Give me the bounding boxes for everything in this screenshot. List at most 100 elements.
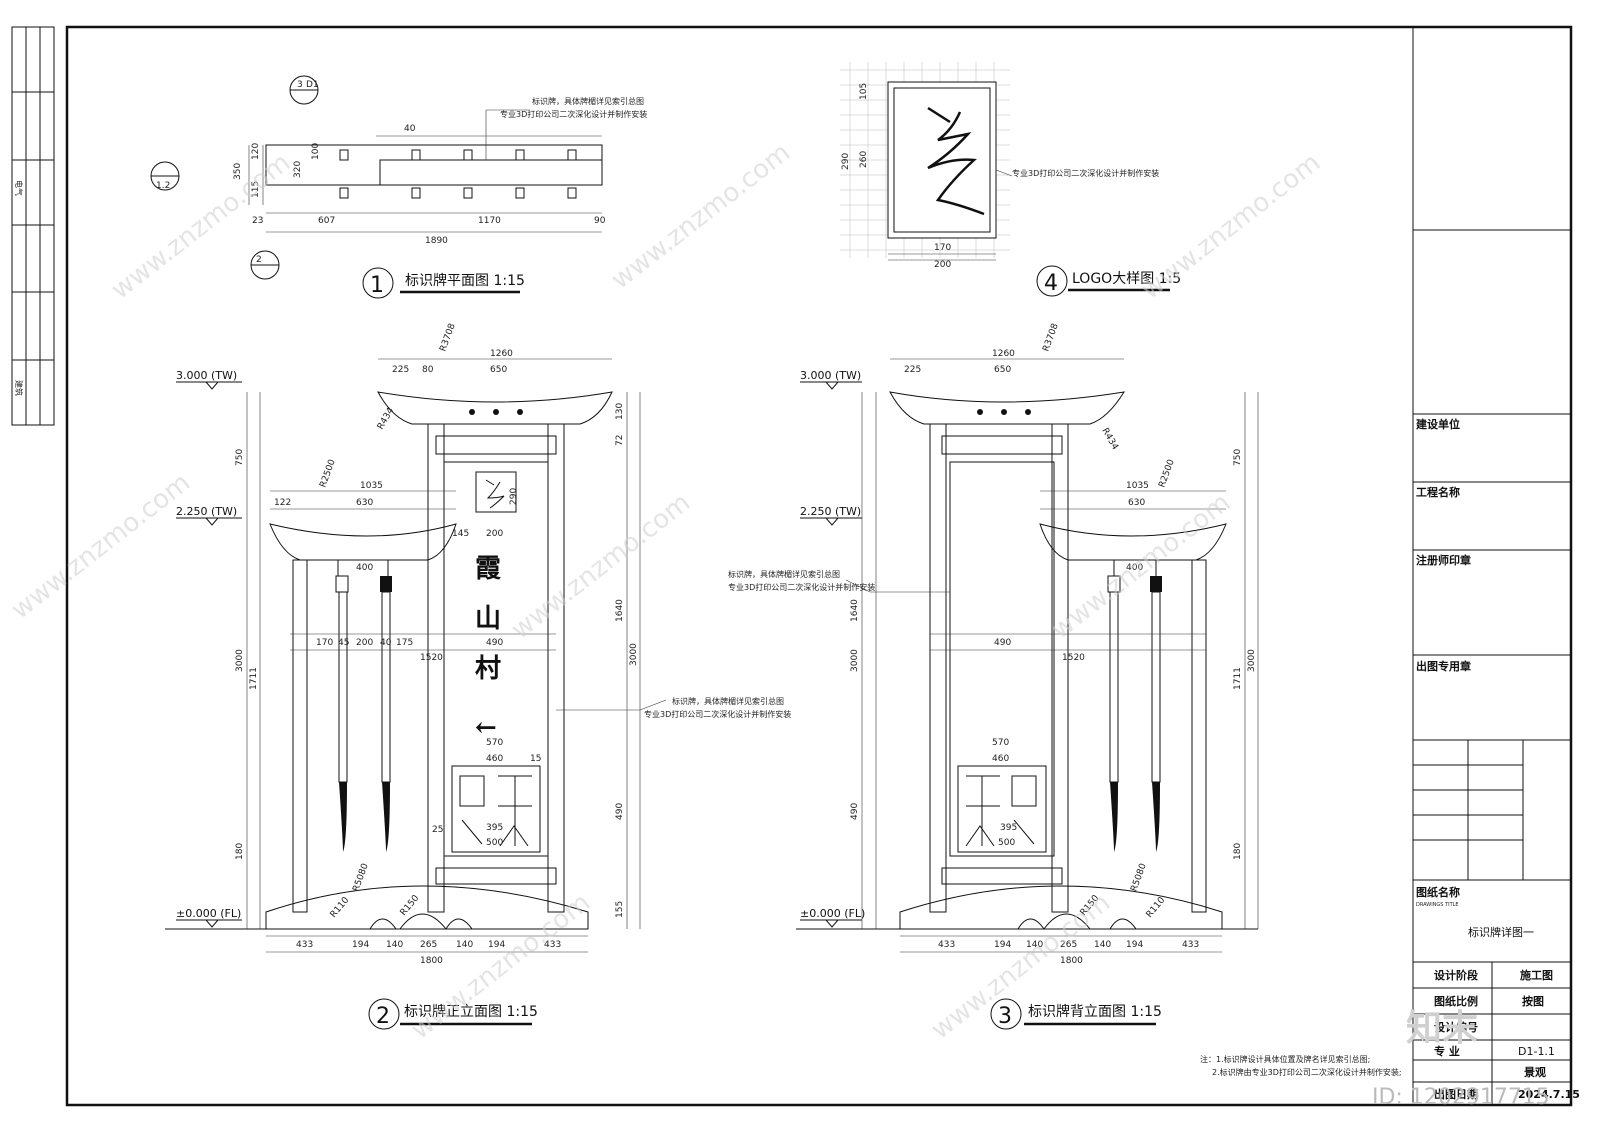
front-dim-1640: 1640 — [615, 599, 625, 622]
logo-dim-170: 170 — [934, 243, 951, 253]
tb-drawing-name-label: 图纸名称 — [1416, 885, 1460, 899]
front-dim-630: 630 — [356, 498, 373, 508]
back-level-mid: 2.250 (TW) — [800, 505, 861, 518]
tb-major-label: 专 业 — [1434, 1044, 1460, 1058]
back-note-1: 标识牌，具体牌楣详见索引总图 — [728, 569, 840, 579]
back-dim-265: 265 — [1060, 940, 1077, 950]
back-dim-433b: 433 — [1182, 940, 1199, 950]
front-level-top: 3.000 (TW) — [176, 369, 237, 382]
back-dim-490b: 490 — [850, 803, 860, 820]
tb-no-label: 设计编号 — [1434, 1020, 1478, 1034]
front-dim-3000b: 3000 — [629, 643, 639, 666]
logo-dim-105: 105 — [859, 83, 869, 100]
front-dim-1260: 1260 — [490, 349, 513, 359]
front-dim-175: 175 — [396, 638, 413, 648]
back-dim-650: 650 — [994, 365, 1011, 375]
general-note-2: 2.标识牌由专业3D打印公司二次深化设计并制作安装; — [1212, 1067, 1402, 1077]
tb-stage: 施工图 — [1520, 968, 1553, 982]
tb-date-label: 出图日期 — [1434, 1087, 1478, 1101]
mark-3: 3 — [297, 80, 303, 90]
plan-dim-350: 350 — [233, 163, 243, 180]
front-dim-490: 490 — [486, 638, 503, 648]
plan-note-1: 标识牌，具体牌楣详见索引总图 — [532, 96, 644, 106]
front-r2500: R2500 — [318, 458, 337, 489]
front-dim-395: 395 — [486, 823, 503, 833]
back-dim-750: 750 — [1233, 449, 1243, 466]
front-dim-130: 130 — [615, 403, 625, 420]
back-dim-490: 490 — [994, 638, 1011, 648]
front-dim-1711: 1711 — [249, 667, 259, 690]
back-r434: R434 — [1099, 427, 1120, 453]
watermark-7: www.znzmo.com — [406, 888, 596, 1046]
back-dim-630: 630 — [1128, 498, 1145, 508]
front-r5080: R5080 — [351, 862, 370, 893]
front-dim-25: 25 — [432, 825, 443, 835]
tb-project-name: 工程名称 — [1416, 485, 1460, 499]
front-dim-194b: 194 — [488, 940, 505, 950]
tb-date: 2024.7.15 — [1518, 1088, 1580, 1101]
logo-dim-260: 260 — [859, 151, 869, 168]
back-dim-3000: 3000 — [850, 649, 860, 672]
mark-12: 1.2 — [156, 181, 170, 191]
strip-label-2: 建筑 — [14, 380, 24, 396]
back-dim-194a: 194 — [994, 940, 1011, 950]
back-r3708: R3708 — [1041, 322, 1060, 353]
front-dim-3000: 3000 — [235, 649, 245, 672]
back-num: 3 — [998, 1004, 1012, 1029]
plan-note-2: 专业3D打印公司二次深化设计并制作安装 — [500, 109, 647, 119]
mark-2: 2 — [256, 255, 262, 265]
logo-dim-290: 290 — [841, 153, 851, 170]
front-r434: R434 — [376, 406, 397, 432]
plan-dim-1890: 1890 — [425, 236, 448, 246]
front-dim-155: 155 — [615, 901, 625, 918]
plan-dim-100: 100 — [311, 143, 321, 160]
back-dim-433a: 433 — [938, 940, 955, 950]
back-dim-1035: 1035 — [1126, 481, 1149, 491]
back-view: 1260 225 650 R3708 R434 1035 630 R2500 4… — [728, 322, 1259, 1030]
back-note-2: 专业3D打印公司二次深化设计并制作安装 — [728, 582, 875, 592]
front-dim-145: 145 — [452, 529, 469, 539]
front-level-mid: 2.250 (TW) — [176, 505, 237, 518]
back-dim-140a: 140 — [1026, 940, 1043, 950]
front-dim-433b: 433 — [544, 940, 561, 950]
back-dim-1711: 1711 — [1233, 667, 1243, 690]
image-id: ID: 1202917715 — [1372, 1085, 1550, 1110]
tb-stage-label: 设计阶段 — [1434, 968, 1478, 982]
front-dim-290: 290 — [509, 488, 519, 505]
front-dim-80a: 80 — [422, 365, 434, 375]
front-r110: R110 — [329, 895, 352, 920]
back-r110: R110 — [1145, 895, 1168, 920]
strip-label-1: 电气 — [14, 180, 24, 196]
front-arrow: ← — [475, 713, 497, 743]
front-dim-500: 500 — [486, 838, 503, 848]
front-r3708: R3708 — [438, 322, 457, 353]
logo-view: 专业3D打印公司二次深化设计并制作安装 105 290 260 170 200 … — [840, 62, 1181, 297]
plan-dim-23: 23 — [252, 216, 263, 226]
back-brushes — [1107, 560, 1162, 852]
watermark-2: www.znzmo.com — [606, 138, 796, 296]
front-dim-433a: 433 — [296, 940, 313, 950]
back-dim-1800: 1800 — [1060, 956, 1083, 966]
back-r5080: R5080 — [1129, 862, 1148, 893]
back-dim-3000b: 3000 — [1247, 649, 1257, 672]
front-dim-650: 650 — [490, 365, 507, 375]
tb-seal: 注册师印章 — [1416, 553, 1471, 567]
watermark-1: www.znzmo.com — [106, 148, 296, 306]
front-dim-490b: 490 — [615, 803, 625, 820]
mark-3-d1: D1 — [306, 80, 319, 90]
back-dim-395: 395 — [1000, 823, 1017, 833]
back-dim-1260: 1260 — [992, 349, 1015, 359]
front-view: 霞 山 村 ← 1260 225 80 — [165, 322, 791, 1030]
back-level-ground: ±0.000 (FL) — [800, 907, 865, 920]
tb-scale-label: 图纸比例 — [1434, 994, 1478, 1008]
front-char-3: 村 — [475, 654, 501, 684]
front-dim-460: 460 — [486, 754, 503, 764]
tb-build-unit: 建设单位 — [1416, 417, 1460, 431]
tb-no: D1-1.1 — [1518, 1045, 1555, 1058]
logo-title: LOGO大样图 1:5 — [1072, 271, 1181, 287]
front-dim-400: 400 — [356, 563, 373, 573]
front-dim-170: 170 — [316, 638, 333, 648]
plan-dim-90: 90 — [594, 216, 606, 226]
plan-title: 标识牌平面图 1:15 — [405, 272, 525, 289]
